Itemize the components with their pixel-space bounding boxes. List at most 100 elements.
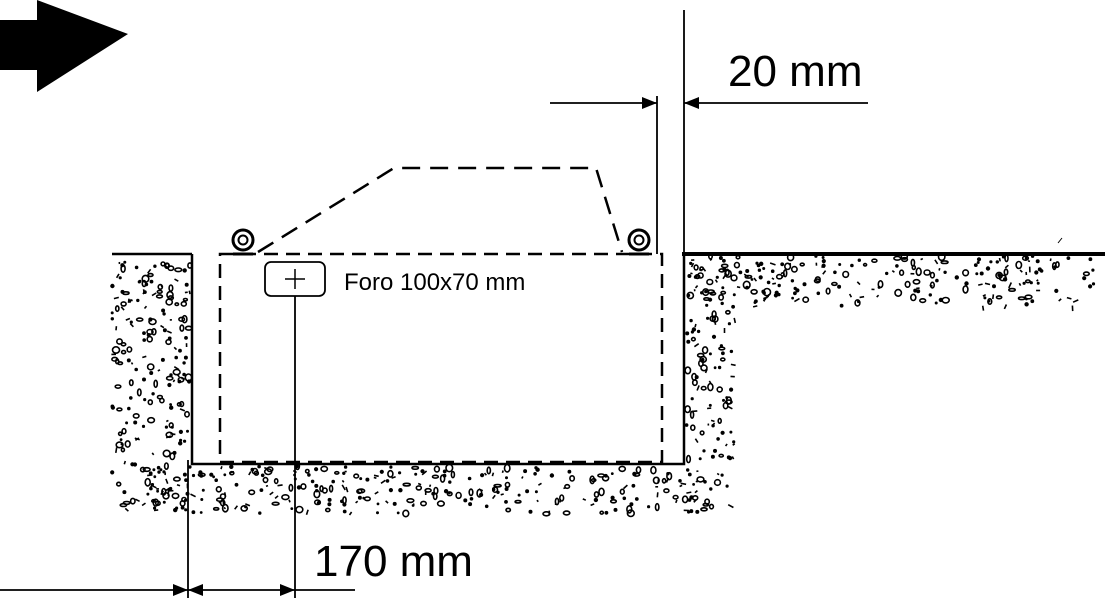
- gravel-stone: [893, 255, 902, 261]
- gravel-dot: [666, 472, 670, 476]
- gravel-dot: [1030, 299, 1035, 304]
- gravel-stone: [136, 388, 142, 397]
- gravel-stone: [432, 492, 438, 501]
- gravel-dot: [884, 271, 889, 276]
- offset-dimension: [0, 584, 355, 596]
- gravel-stone: [1015, 260, 1023, 270]
- gravel-dot: [534, 466, 538, 470]
- gravel-dot: [162, 500, 166, 504]
- gravel-dash: [345, 486, 349, 493]
- gravel-dash: [172, 379, 176, 383]
- gravel-dot: [704, 289, 708, 294]
- gravel-stone: [135, 317, 144, 322]
- gravel-stone: [626, 504, 633, 514]
- gravel-stone: [295, 505, 304, 514]
- gravel-dot: [690, 330, 695, 334]
- gravel-dash: [730, 363, 736, 367]
- gravel-dot: [119, 438, 123, 442]
- gravel-dot: [184, 508, 188, 512]
- gravel-dash: [190, 493, 196, 498]
- gravel-dash: [934, 259, 939, 265]
- gravel-dash: [822, 270, 827, 275]
- gravel-dash: [920, 257, 924, 261]
- gravel-stone: [700, 385, 707, 391]
- gravel-dot: [718, 255, 723, 260]
- gravel-dash: [491, 494, 496, 500]
- gravel-dot: [389, 465, 393, 469]
- gravel-dot: [766, 280, 771, 285]
- gravel-dot: [159, 468, 163, 472]
- gravel-stone: [117, 431, 123, 437]
- gravel-dot: [258, 511, 262, 515]
- gravel-stone: [167, 265, 175, 272]
- gravel-dot: [678, 478, 682, 483]
- gravel-dot: [934, 301, 938, 305]
- gravel-stone: [1003, 268, 1009, 276]
- gravel-dot: [567, 469, 572, 474]
- gravel-dot: [504, 486, 509, 491]
- gravel-dash: [762, 299, 766, 302]
- gravel-stone: [775, 273, 783, 280]
- gravel-dash: [134, 437, 140, 441]
- gravel-dash: [1072, 299, 1079, 303]
- gravel-dot: [327, 502, 332, 507]
- gravel-dot: [839, 303, 844, 308]
- gravel-stone: [321, 487, 328, 494]
- gravel-dot: [343, 465, 348, 469]
- gravel-stone: [696, 476, 705, 483]
- gravel-dot: [709, 487, 713, 491]
- gravel-dot: [504, 476, 508, 480]
- gravel-stone: [172, 368, 181, 376]
- gravel-dash: [160, 324, 165, 329]
- gravel-dot: [259, 488, 264, 493]
- eyebolt-icon-right: [627, 228, 651, 256]
- gravel-dot: [162, 312, 166, 316]
- gravel-stone: [148, 318, 157, 326]
- gravel-dash: [277, 484, 283, 487]
- gravel-dot: [177, 379, 182, 384]
- gravel-dot: [174, 355, 178, 360]
- gravel-dot: [745, 268, 750, 273]
- gravel-dash: [656, 492, 659, 498]
- gravel-stone: [877, 280, 884, 289]
- gravel-dot: [183, 355, 188, 360]
- gap-dimension: [550, 10, 868, 254]
- gravel-stone: [998, 274, 1007, 282]
- gravel-stone: [121, 427, 127, 435]
- gravel-dash: [151, 452, 155, 456]
- gravel-stone: [716, 386, 724, 393]
- gravel-stone: [831, 281, 838, 287]
- gravel-stone: [174, 267, 183, 273]
- gravel-dash: [355, 500, 359, 504]
- gravel-dot: [629, 502, 634, 507]
- gravel-stone: [120, 349, 127, 355]
- gravel-stone: [685, 454, 692, 464]
- gravel-stone: [493, 483, 502, 488]
- gravel-dash: [691, 410, 698, 413]
- gap-dimension-label: 20 mm: [728, 47, 862, 96]
- gravel-dash: [173, 346, 178, 351]
- gravel-dot: [396, 511, 400, 515]
- gravel-dot: [160, 357, 165, 362]
- gravel-dot: [758, 275, 763, 280]
- gravel-dash: [181, 377, 186, 380]
- lifted-body-dashed-outline: [257, 166, 624, 254]
- gravel-dot: [260, 473, 265, 478]
- gravel-dash: [537, 482, 542, 486]
- gravel-dot: [188, 465, 192, 469]
- gravel-dot: [179, 438, 183, 442]
- gravel-stone: [147, 272, 154, 278]
- gravel-stone: [128, 379, 134, 387]
- gravel-dot: [314, 483, 319, 488]
- gravel-dot: [631, 483, 636, 488]
- gravel-dash: [134, 498, 140, 503]
- gravel-dash: [696, 385, 700, 391]
- gravel-stone: [1024, 294, 1033, 300]
- gravel-dot: [296, 485, 302, 490]
- gravel-dot: [198, 470, 203, 475]
- gravel-dash: [876, 294, 880, 298]
- gravel-stone: [120, 447, 126, 453]
- gravel-stone: [357, 488, 366, 494]
- gravel-stone: [554, 497, 560, 506]
